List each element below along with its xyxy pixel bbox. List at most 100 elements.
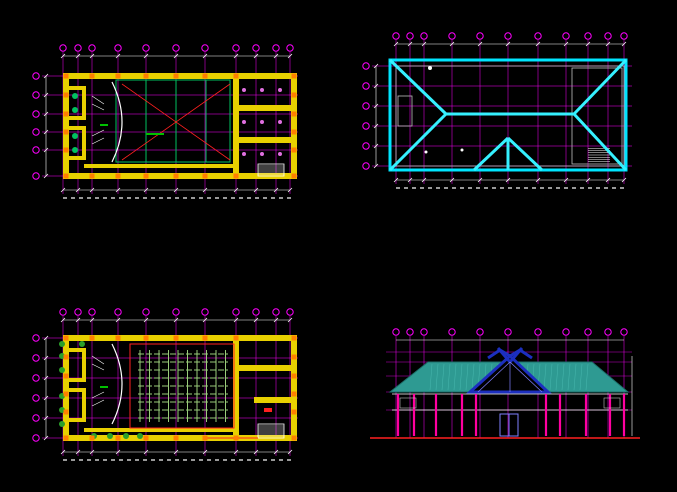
dimension-tick bbox=[43, 129, 49, 135]
dimension-tick bbox=[477, 41, 483, 47]
column bbox=[173, 335, 179, 341]
dimension-tick bbox=[253, 187, 259, 193]
grid-bubble bbox=[201, 44, 209, 52]
dimension-tick bbox=[505, 41, 511, 47]
dimension-tick bbox=[273, 449, 279, 455]
dimension-tick bbox=[202, 317, 208, 323]
column bbox=[202, 73, 208, 79]
column bbox=[143, 435, 149, 441]
plant bbox=[59, 341, 65, 347]
dimension-tick bbox=[605, 41, 611, 47]
grid-bubble bbox=[584, 32, 592, 40]
dimension-tick bbox=[585, 177, 591, 183]
column bbox=[173, 435, 179, 441]
column bbox=[63, 111, 69, 117]
grid-bubble bbox=[32, 354, 40, 362]
column bbox=[291, 435, 297, 441]
column bbox=[63, 354, 69, 360]
column bbox=[202, 335, 208, 341]
dimension-tick bbox=[173, 53, 179, 59]
dimension-tick bbox=[75, 53, 81, 59]
dimension-tick bbox=[115, 53, 121, 59]
grid-bubble bbox=[59, 44, 67, 52]
dimension-tick bbox=[373, 63, 379, 69]
grid-bubble bbox=[232, 308, 240, 316]
dimension-tick bbox=[89, 317, 95, 323]
column bbox=[291, 173, 297, 179]
dimension-tick bbox=[373, 123, 379, 129]
dimension-tick bbox=[115, 449, 121, 455]
room-column bbox=[278, 152, 282, 156]
column bbox=[291, 335, 297, 341]
stage-curve bbox=[111, 343, 123, 425]
grid-bubble bbox=[74, 44, 82, 52]
grid-bubble bbox=[88, 44, 96, 52]
floor-line bbox=[392, 393, 628, 411]
grid-bubble bbox=[604, 32, 612, 40]
seating-area-frame bbox=[129, 343, 235, 429]
dimension-tick bbox=[173, 317, 179, 323]
stair-treads bbox=[258, 165, 284, 175]
dimension-tick bbox=[143, 449, 149, 455]
grid-bubble bbox=[32, 434, 40, 442]
left-room-fixtures bbox=[72, 93, 78, 153]
column bbox=[89, 435, 95, 441]
green-marker bbox=[100, 124, 108, 126]
dimension-tick bbox=[115, 317, 121, 323]
column bbox=[63, 92, 69, 98]
grid-bubble bbox=[114, 308, 122, 316]
plant bbox=[137, 433, 143, 439]
column bbox=[173, 173, 179, 179]
dimension-tick bbox=[43, 92, 49, 98]
grid-bubble bbox=[32, 172, 40, 180]
grid-bubble bbox=[534, 32, 542, 40]
grid-bubble bbox=[272, 44, 280, 52]
dimension-tick bbox=[43, 335, 49, 341]
stair-treads bbox=[588, 148, 610, 162]
dimension-tick bbox=[89, 187, 95, 193]
dimension-tick bbox=[75, 317, 81, 323]
column bbox=[115, 73, 121, 79]
grid-bubble bbox=[562, 32, 570, 40]
grid-bubble bbox=[584, 328, 592, 336]
column bbox=[63, 435, 69, 441]
grid-bubble bbox=[252, 44, 260, 52]
dimension-tick bbox=[143, 317, 149, 323]
column bbox=[89, 73, 95, 79]
grid-bubble bbox=[252, 308, 260, 316]
room-column bbox=[260, 88, 264, 92]
room-column bbox=[278, 88, 282, 92]
grid-bubble bbox=[232, 44, 240, 52]
grid-bubble bbox=[32, 91, 40, 99]
dimension-tick bbox=[253, 317, 259, 323]
seating-rows bbox=[138, 350, 228, 422]
dimension-tick bbox=[43, 355, 49, 361]
dimension-tick bbox=[287, 317, 293, 323]
roof-hatch-line bbox=[453, 363, 457, 391]
dimension-tick bbox=[143, 187, 149, 193]
grid-bubble bbox=[620, 328, 628, 336]
dimension-tick bbox=[585, 41, 591, 47]
column bbox=[291, 409, 297, 415]
dimension-tick bbox=[60, 187, 66, 193]
dimension-tick bbox=[202, 187, 208, 193]
roof-hatch-line bbox=[471, 363, 475, 391]
plant bbox=[107, 433, 113, 439]
column bbox=[63, 391, 69, 397]
room-column bbox=[260, 120, 264, 124]
dimension-tick bbox=[75, 187, 81, 193]
left-rooms bbox=[64, 86, 86, 160]
roof-hatch-line bbox=[429, 363, 433, 391]
columns bbox=[63, 73, 297, 179]
column bbox=[173, 73, 179, 79]
roof-hatch-line bbox=[543, 363, 547, 391]
dimension-tick bbox=[563, 177, 569, 183]
dimension-tick bbox=[43, 111, 49, 117]
dimension-tick bbox=[233, 449, 239, 455]
dimension-tick bbox=[253, 449, 259, 455]
dimension-tick bbox=[43, 395, 49, 401]
dimension-tick bbox=[393, 177, 399, 183]
grid-bubble bbox=[286, 44, 294, 52]
roof-hip-lines bbox=[388, 58, 628, 172]
